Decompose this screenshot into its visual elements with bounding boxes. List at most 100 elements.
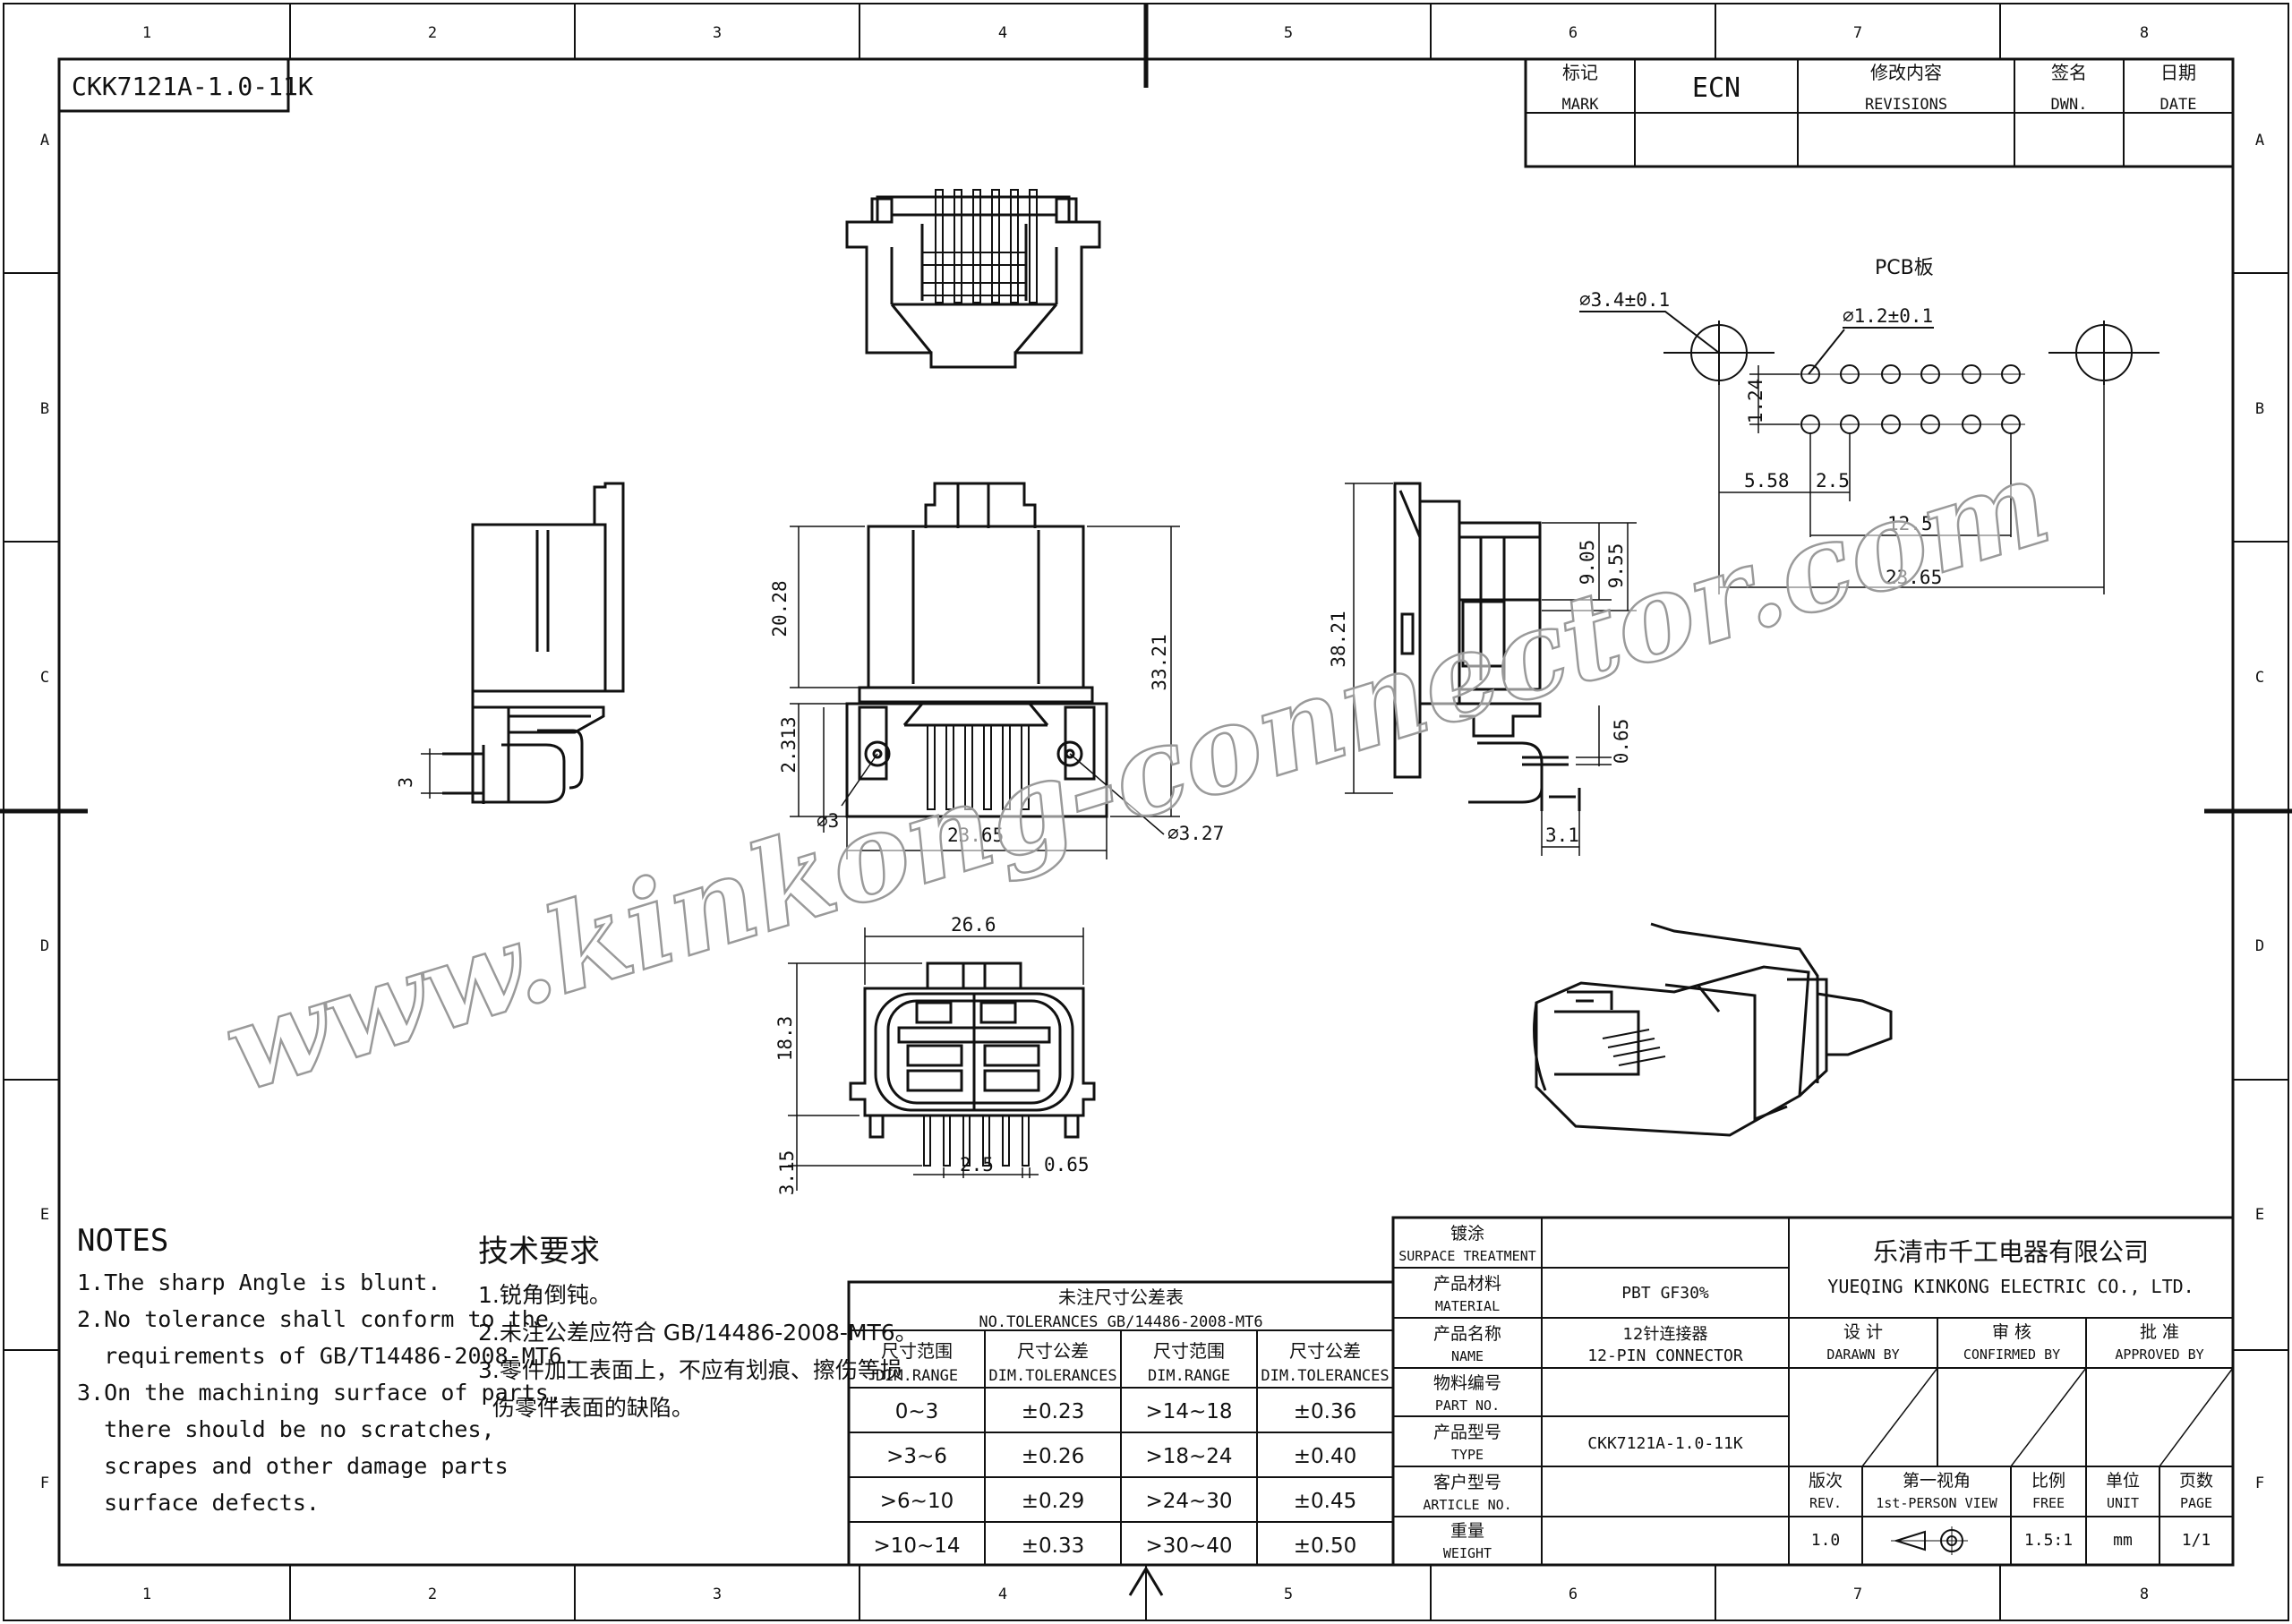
tol-cell: ±0.29 [1022, 1490, 1084, 1513]
isometric-view [1533, 922, 1893, 1137]
rev-header-date-cn: 日期 [2160, 62, 2196, 83]
pcb-hole-large-label: ⌀3.4±0.1 [1579, 289, 1670, 311]
right-side-view [1393, 482, 1581, 811]
dim-hole-b: ⌀3.27 [1167, 823, 1224, 844]
tb-name-value-en: 12-PIN CONNECTOR [1587, 1346, 1743, 1365]
pcb-hole-small-label: ⌀1.2±0.1 [1843, 305, 1933, 327]
dim-bottom-pin: 3.15 [776, 1150, 798, 1196]
tb-label-en: MATERIAL [1435, 1298, 1500, 1314]
tb-material-value: PBT GF30% [1621, 1284, 1709, 1303]
row-label-right: C [2255, 669, 2264, 687]
rev-header-dwn-cn: 签名 [2051, 62, 2087, 83]
notes-cn-line: 2.未注公差应符合 GB/14486-2008-MT6。 [478, 1320, 918, 1346]
col-label-bottom: 7 [1853, 1586, 1862, 1603]
rev-header-revisions-cn: 修改内容 [1870, 62, 1942, 83]
tol-h3-cn: 尺寸范围 [1153, 1340, 1225, 1362]
tolerance-table: 未注尺寸公差表 NO.TOLERANCES GB/14486-2008-MT6 … [847, 1280, 1395, 1567]
notes-line: 2.No tolerance shall conform to the [77, 1306, 549, 1332]
notes-line: surface defects. [77, 1490, 320, 1516]
tol-h2-cn: 尺寸公差 [1017, 1340, 1089, 1362]
tb-label-en: TYPE [1451, 1447, 1484, 1463]
dim-bottom-h: 18.3 [774, 1016, 796, 1062]
tol-h2-en: DIM.TOLERANCES [988, 1367, 1116, 1385]
dim-left-pin: 3 [395, 777, 416, 788]
projection-symbol-icon [1891, 1526, 1968, 1555]
top-view [845, 189, 1101, 369]
col-label-bottom: 6 [1569, 1586, 1578, 1603]
tol-cell: >10~14 [873, 1534, 960, 1558]
tol-cell: >18~24 [1145, 1445, 1232, 1468]
info-unit-value: mm [2113, 1531, 2133, 1550]
row-label-right: D [2255, 937, 2264, 955]
title-block: 镀涂 SURPACE TREATMENT 产品材料 MATERIAL 产品名称 … [1391, 1216, 2235, 1567]
notes-cn-line: 3.零件加工表面上，不应有划痕、擦伤等损 [478, 1357, 902, 1383]
notes-title: NOTES [77, 1223, 169, 1259]
tol-cell: ±0.40 [1294, 1445, 1356, 1468]
notes-cn-line: 伤零件表面的缺陷。 [478, 1395, 694, 1421]
pcb-layout: PCB板 ⌀3.4±0.1 ⌀1.2±0.1 [1579, 257, 2159, 594]
sign-designed-en: DARAWN BY [1826, 1346, 1899, 1363]
tol-cell: ±0.45 [1294, 1490, 1356, 1513]
tb-label-cn: 产品材料 [1433, 1274, 1501, 1294]
rev-header-revisions-en: REVISIONS [1865, 96, 1947, 114]
col-label-bottom: 1 [142, 1586, 151, 1603]
sign-designed-cn: 设 计 [1843, 1322, 1883, 1342]
zone-ticks [4, 4, 2288, 1620]
dim-front-h3: 2.313 [778, 716, 800, 773]
tol-cell: >6~10 [880, 1490, 954, 1513]
col-label-top: 3 [713, 24, 722, 42]
dim-front-h1: 20.28 [769, 580, 791, 637]
left-view-dim-3 [421, 748, 457, 799]
tol-cell: >14~18 [1145, 1400, 1232, 1423]
bottom-view-dims [788, 927, 1084, 1191]
pcb-pads [1798, 364, 2025, 434]
tol-cell: >24~30 [1145, 1490, 1232, 1513]
drawing-number: CKK7121A-1.0-11K [72, 72, 313, 101]
tb-label-en: PART NO. [1435, 1397, 1500, 1414]
col-label-top: 7 [1853, 24, 1862, 42]
bottom-view [849, 962, 1096, 1167]
tol-cell: >30~40 [1145, 1534, 1232, 1558]
info-view-en: 1st-PERSON VIEW [1876, 1495, 1997, 1511]
company-name-en: YUEQING KINKONG ELECTRIC CO., LTD. [1827, 1276, 2194, 1297]
tol-h1-en: DIM.RANGE [876, 1367, 958, 1385]
notes-cn-title: 技术要求 [478, 1234, 600, 1269]
tol-cell: ±0.36 [1294, 1400, 1356, 1423]
sign-confirmed-cn: 审 核 [1992, 1322, 2031, 1342]
sign-confirmed-en: CONFIRMED BY [1963, 1346, 2060, 1363]
tol-cell: ±0.33 [1022, 1534, 1084, 1558]
pcb-dim-span: 12.5 [1887, 513, 1933, 534]
dim-front-w: 23.65 [947, 825, 1004, 846]
info-page-en: PAGE [2180, 1495, 2212, 1511]
notes-line: 3.On the machining surface of parts, [77, 1380, 562, 1406]
col-label-top: 6 [1569, 24, 1578, 42]
rev-header-date-en: DATE [2160, 96, 2197, 114]
tol-h4-cn: 尺寸公差 [1289, 1340, 1361, 1362]
pcb-dim-total: 23.65 [1886, 567, 1942, 588]
tol-cell: 0~3 [895, 1400, 939, 1423]
dim-right-b: 9.55 [1605, 543, 1627, 589]
sign-approved-en: APPROVED BY [2115, 1346, 2203, 1363]
tb-label-en: SURPACE TREATMENT [1398, 1248, 1536, 1264]
notes-block: NOTES 1.The sharp Angle is blunt. 2.No t… [77, 1221, 576, 1521]
left-side-view [442, 482, 625, 804]
tb-label-cn: 镀涂 [1450, 1224, 1484, 1244]
col-label-bottom: 3 [713, 1586, 722, 1603]
company-name-cn: 乐清市千工电器有限公司 [1873, 1237, 2149, 1267]
row-label-left: D [40, 937, 49, 955]
watermark: www.kinkong-connector.com [210, 432, 2065, 1120]
dim-front-h2: 33.21 [1149, 634, 1170, 690]
dim-bottom-pitch: 2.5 [960, 1154, 994, 1175]
tol-cell: >3~6 [886, 1445, 947, 1468]
notes-line: requirements of GB/T14486-2008-MT6. [77, 1343, 576, 1369]
notes-line: 1.The sharp Angle is blunt. [77, 1269, 441, 1295]
row-label-right: E [2255, 1206, 2264, 1224]
row-label-right: F [2255, 1474, 2264, 1492]
row-label-left: B [40, 400, 49, 418]
col-label-top: 2 [428, 24, 437, 42]
tol-cell: ±0.26 [1022, 1445, 1084, 1468]
row-label-right: B [2255, 400, 2264, 418]
info-page-cn: 页数 [2179, 1471, 2213, 1491]
